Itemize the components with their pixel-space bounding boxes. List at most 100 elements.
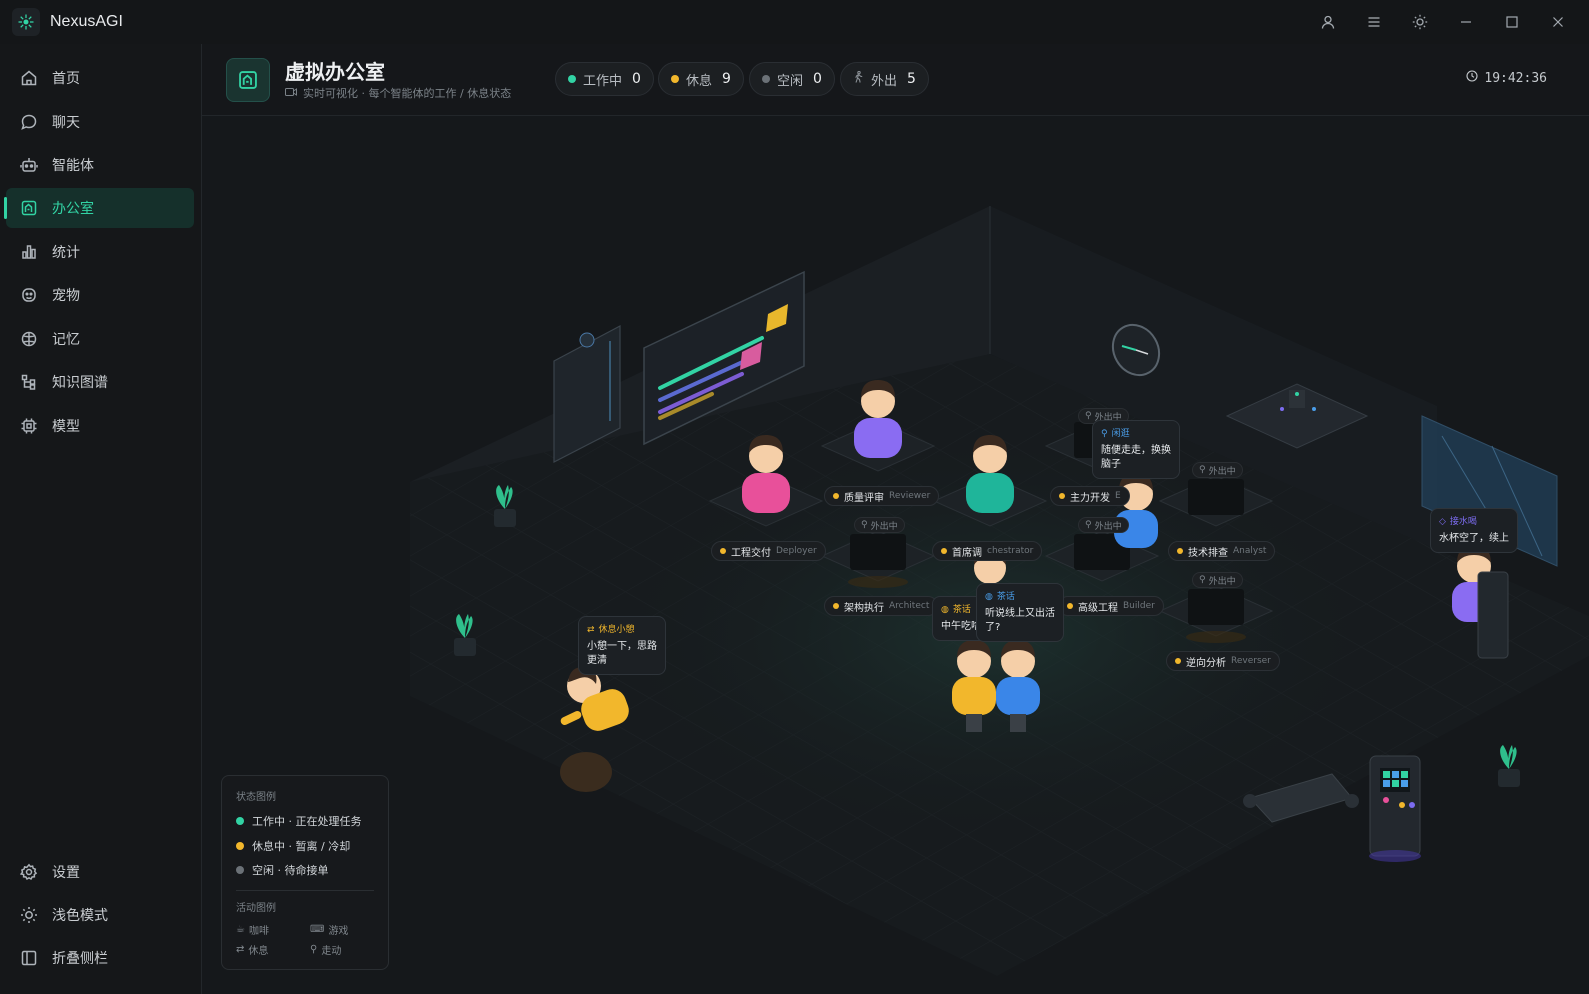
sidebar-item-memory[interactable]: 记忆 (6, 319, 194, 359)
home-icon (18, 67, 40, 89)
sidebar-item-label: 办公室 (52, 201, 94, 217)
clock: 19:42:36 (1466, 70, 1547, 86)
bar-chart-icon (18, 241, 40, 263)
office-icon (18, 197, 40, 219)
menu-icon[interactable] (1351, 0, 1397, 44)
subtitle-text: 实时可视化 · 每个智能体的工作 / 休息状态 (303, 87, 512, 100)
legend-activity-title: 活动图例 (236, 903, 276, 914)
app-title: NexusAGI (50, 13, 123, 30)
user-icon[interactable] (1305, 0, 1351, 44)
stat-rest[interactable]: 休息 9 (658, 62, 744, 96)
sidebar-item-label: 折叠侧栏 (52, 951, 108, 967)
bubble-text: 随便走走，换换脑子 (1101, 445, 1171, 470)
legend-coffee: ☕咖啡 (236, 924, 269, 937)
agent-chat-b (996, 640, 1040, 732)
close-icon[interactable] (1535, 0, 1581, 44)
plant-3 (1498, 745, 1520, 787)
sidebar-item-label: 知识图谱 (52, 375, 108, 391)
stat-count: 0 (813, 71, 822, 87)
legend-walk: ⚲走动 (310, 944, 342, 957)
maximize-icon[interactable] (1489, 0, 1535, 44)
page-title: 虚拟办公室 (285, 60, 385, 84)
sidebar-item-models[interactable]: 模型 (6, 406, 194, 446)
sidebar-item-label: 宠物 (52, 288, 80, 304)
legend-panel: 状态图例 工作中 · 正在处理任务 休息中 · 暂离 / 冷却 空闲 · 待命接… (221, 775, 389, 970)
glass-wall (1421, 415, 1558, 567)
away-tag: ⚲外出中 (1192, 462, 1243, 478)
bubble-rest: ⇄休息小憩 小憩一下，思路更清 (578, 616, 666, 675)
legend-working: 工作中 · 正在处理任务 (236, 813, 362, 829)
stat-label: 休息 (686, 73, 713, 89)
legend-idle: 空闲 · 待命接单 (236, 862, 329, 878)
away-tag: ⚲外出中 (1078, 517, 1129, 533)
legend-resting: 休息中 · 暂离 / 冷却 (236, 838, 350, 854)
chat-icon (18, 111, 40, 133)
sidebar-item-label: 智能体 (52, 158, 94, 174)
back-wall-right (990, 206, 1437, 556)
bubble-chat-b: ◍茶话 听说线上又出活了? (976, 583, 1064, 642)
coffee-icon: ☕ (236, 924, 245, 935)
graph-icon (18, 371, 40, 393)
bubble-tag: ◍茶话 (941, 605, 971, 615)
sidebar-item-label: 记忆 (52, 332, 80, 348)
video-icon (285, 87, 297, 100)
bubble-tag: ◍茶话 (985, 592, 1015, 602)
agent-deployer (742, 435, 790, 513)
water-drop-icon: ◇ (1439, 517, 1446, 527)
sidebar-item-pets[interactable]: 宠物 (6, 275, 194, 315)
sidebar-item-home[interactable]: 首页 (6, 58, 194, 98)
office-floor-svg (410, 206, 1589, 976)
sidebar-item-label: 浅色模式 (52, 908, 108, 924)
plant-2 (454, 614, 476, 656)
stat-idle[interactable]: 空闲 0 (749, 62, 835, 96)
status-dot (762, 75, 770, 83)
sidebar-item-stats[interactable]: 统计 (6, 232, 194, 272)
walk-icon: ⚲ (1101, 429, 1108, 439)
legend-status-title: 状态图例 (236, 792, 276, 803)
clock-icon (1466, 70, 1478, 86)
stat-working[interactable]: 工作中 0 (555, 62, 654, 96)
sidebar-item-light-mode[interactable]: 浅色模式 (6, 895, 194, 935)
bubble-tag: ◇接水喝 (1439, 517, 1477, 527)
sidebar-item-chat[interactable]: 聊天 (6, 102, 194, 142)
sidebar-item-settings[interactable]: 设置 (6, 852, 194, 892)
side-table (1225, 383, 1369, 449)
chip-icon (18, 415, 40, 437)
app-logo-icon (12, 8, 40, 36)
page-subtitle: 实时可视化 · 每个智能体的工作 / 休息状态 (285, 85, 511, 101)
sidebar-collapse-icon (18, 947, 40, 969)
bubble-tag: ⇄休息小憩 (587, 625, 635, 635)
sidebar-item-office[interactable]: 办公室 (4, 188, 194, 228)
stat-count: 9 (722, 71, 731, 87)
stat-count: 0 (632, 71, 641, 87)
sidebar-item-label: 统计 (52, 245, 80, 261)
sidebar-item-collapse[interactable]: 折叠侧栏 (6, 938, 194, 978)
sun-icon (18, 904, 40, 926)
chat-icon: ◍ (985, 592, 993, 602)
theme-sun-icon[interactable] (1397, 0, 1443, 44)
legend-divider (236, 890, 374, 891)
sidebar-item-knowledge-graph[interactable]: 知识图谱 (6, 362, 194, 402)
agent-water (1452, 545, 1509, 659)
bubble-text: 水杯空了，续上 (1439, 533, 1509, 544)
agent-dev (966, 435, 1014, 513)
page-header: 虚拟办公室 实时可视化 · 每个智能体的工作 / 休息状态 工作中 0 休息 9… (202, 44, 1589, 116)
door-panel (553, 325, 621, 463)
plant-1 (494, 485, 516, 527)
sidebar-item-label: 首页 (52, 71, 80, 87)
minimize-icon[interactable] (1443, 0, 1489, 44)
sidebar-item-agents[interactable]: 智能体 (6, 145, 194, 185)
clock-time: 19:42:36 (1484, 70, 1547, 86)
sleep-icon: ⇄ (236, 944, 245, 955)
stat-away[interactable]: 外出 5 (840, 62, 929, 96)
status-dot (568, 75, 576, 83)
gear-icon (18, 861, 40, 883)
